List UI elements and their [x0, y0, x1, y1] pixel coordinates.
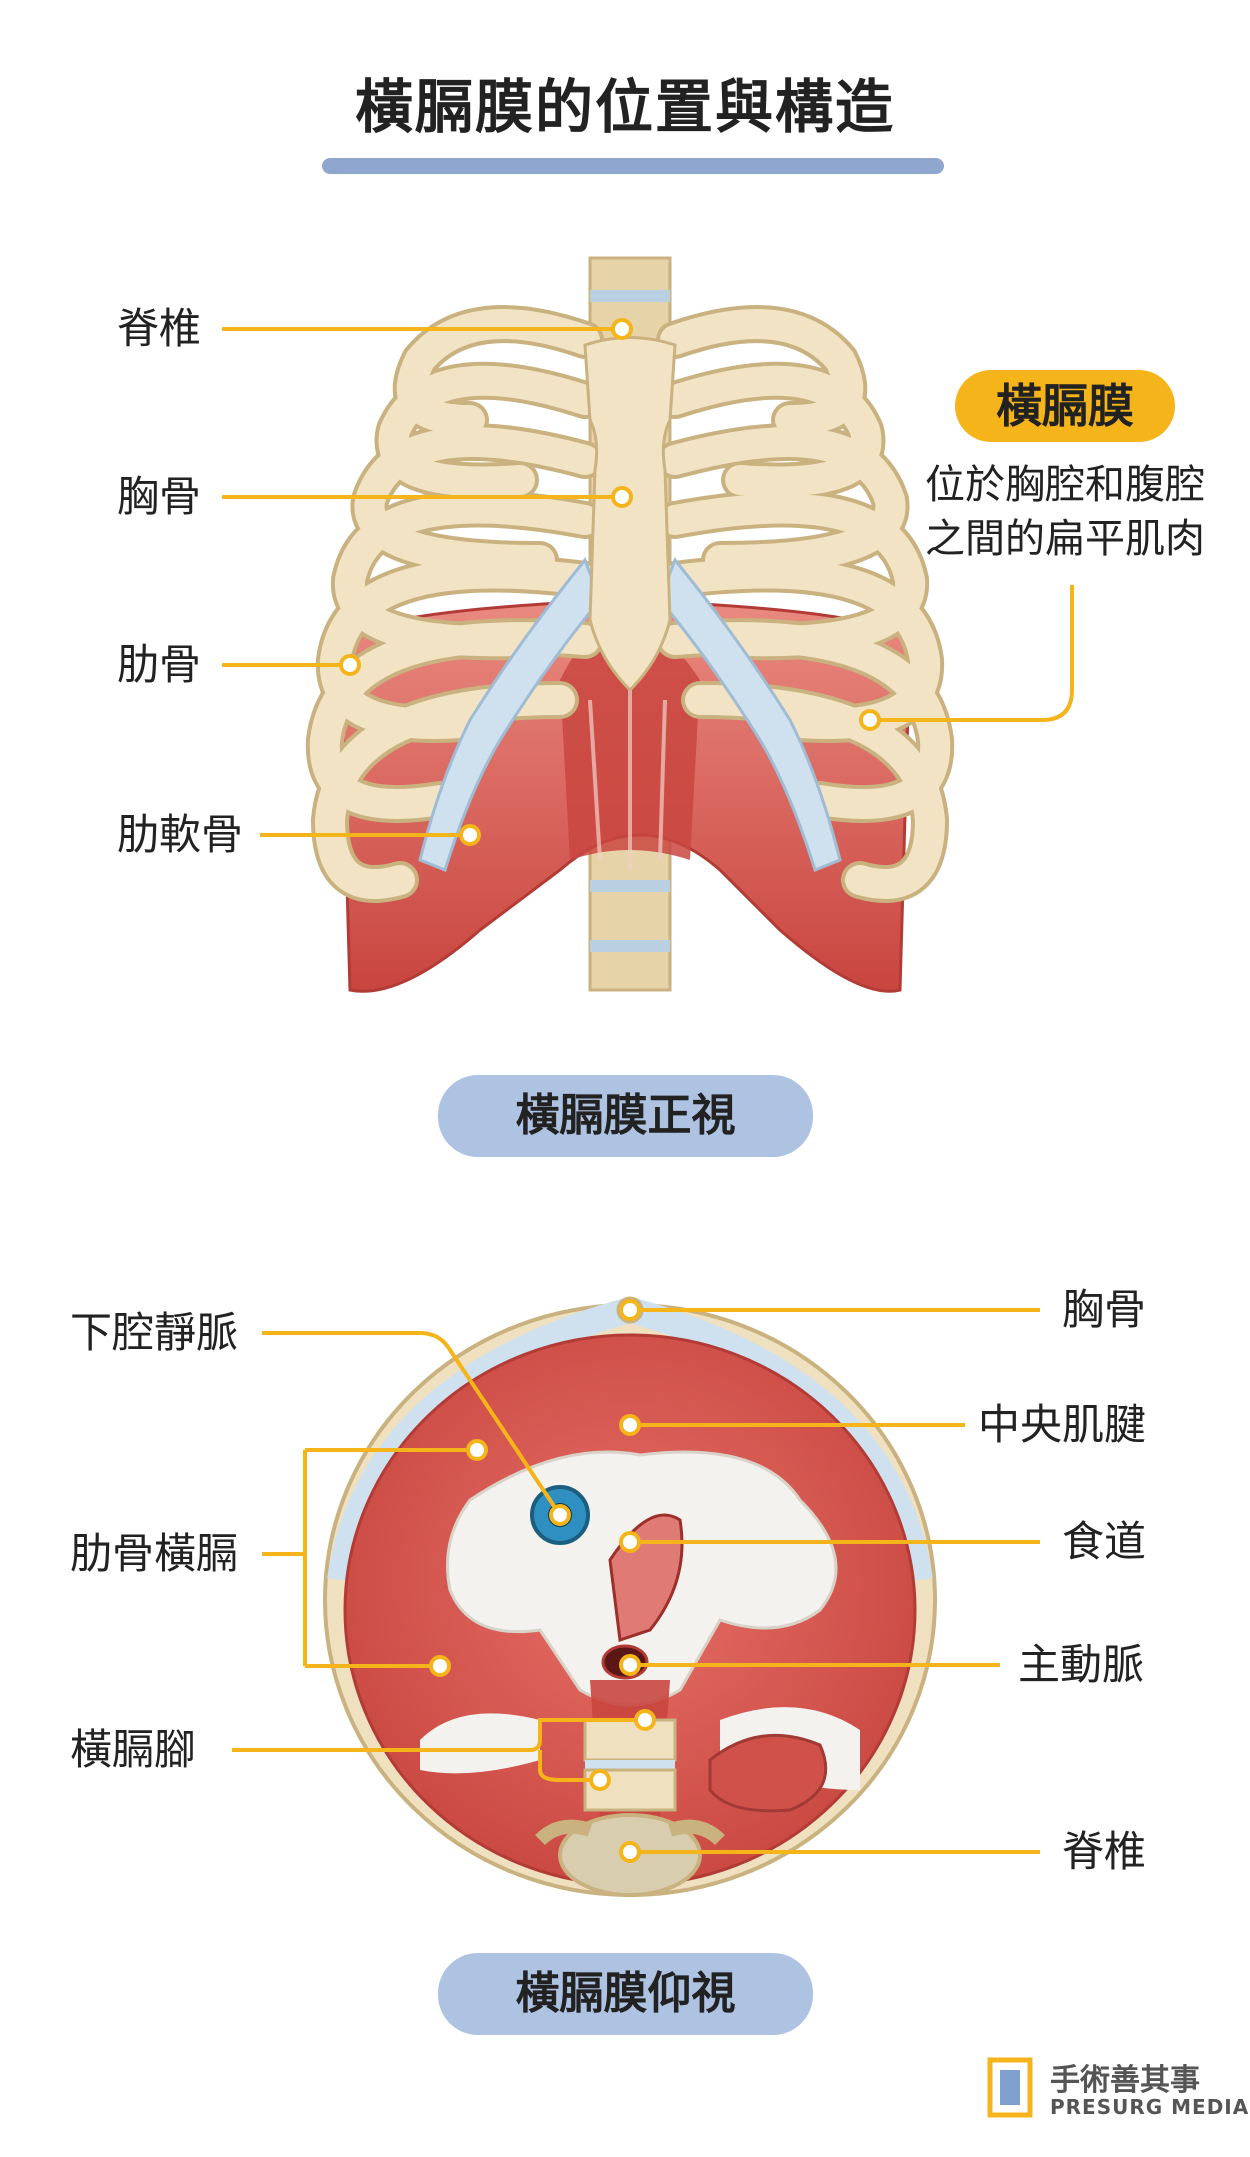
- title-underline: [322, 158, 944, 174]
- logo-icon: [987, 2057, 1033, 2118]
- label-rib: 肋骨: [117, 640, 202, 689]
- page-title: 橫膈膜的位置與構造: [354, 73, 895, 141]
- bottom-view-caption: 橫膈膜仰視: [438, 1953, 813, 2035]
- label-esophagus: 食道: [1062, 1517, 1147, 1566]
- front-leader-lines: [222, 327, 1074, 837]
- label-central-tendon: 中央肌腱: [978, 1400, 1147, 1449]
- diaphragm-description-line2: 之間的扁平肌肉: [925, 516, 1205, 562]
- front-view-ribcage: [305, 256, 955, 993]
- label-aorta: 主動脈: [1018, 1640, 1145, 1689]
- label-spine-front: 脊椎: [117, 304, 202, 353]
- logo-subtitle: PRESURG MEDIA: [1050, 2095, 1250, 2119]
- label-sternum-bottom: 胸骨: [1062, 1285, 1147, 1334]
- label-sternum-front: 胸骨: [117, 472, 202, 521]
- bottom-view-diaphragm: [323, 1296, 937, 1897]
- bottom-leader-lines: [232, 1308, 1040, 1854]
- front-view-caption: 橫膈膜正視: [438, 1075, 813, 1157]
- front-cartilage-left: [418, 557, 602, 872]
- label-ivc: 下腔靜脈: [70, 1308, 239, 1357]
- front-leader-dots: [339, 318, 881, 846]
- bottom-leader-dots: [429, 1299, 656, 1863]
- label-crus: 橫膈腳: [70, 1725, 197, 1774]
- label-spine-bottom: 脊椎: [1062, 1827, 1147, 1876]
- label-costal-diaphragm: 肋骨橫膈: [70, 1529, 239, 1578]
- front-sternum: [583, 336, 677, 693]
- front-cartilage-right: [658, 557, 842, 872]
- logo-name: 手術善其事: [1050, 2063, 1200, 2098]
- diaphragm-highlight-pill: 橫膈膜: [955, 370, 1175, 442]
- label-costal-cartilage: 肋軟骨: [117, 810, 244, 859]
- diaphragm-description-line1: 位於胸腔和腹腔: [925, 462, 1205, 508]
